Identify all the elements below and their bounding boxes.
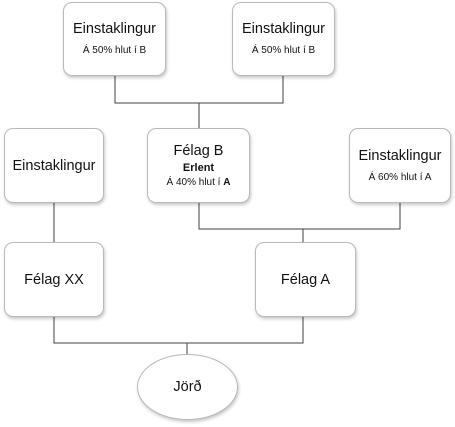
- node-tag-foreign: Erlent: [182, 161, 215, 174]
- connector-b-to-a: [198, 203, 401, 230]
- node-individual-top-left: Einstaklingur Á 50% hlut í B: [63, 2, 166, 76]
- node-title: Einstaklingur: [72, 21, 156, 37]
- node-felag-xx: Félag XX: [4, 242, 104, 317]
- note-prefix: Á 40% hlut í: [166, 176, 224, 188]
- note-target: A: [223, 176, 231, 188]
- node-felag-a: Félag A: [255, 242, 356, 317]
- node-title: Jörð: [173, 379, 202, 395]
- node-title: Einstaklingur: [358, 147, 442, 164]
- node-felag-b: Félag B Erlent Á 40% hlut í A: [147, 128, 250, 203]
- node-title: Félag XX: [24, 271, 84, 288]
- connector-top-left-to-b: [114, 76, 284, 104]
- connector-companies-to-jord: [53, 317, 304, 344]
- node-ownership-note: Á 60% hlut í A: [368, 171, 432, 183]
- node-individual-mid-right: Einstaklingur Á 60% hlut í A: [349, 128, 451, 203]
- node-individual-mid-left: Einstaklingur: [4, 128, 104, 203]
- node-ownership-note: Á 50% hlut í B: [82, 45, 147, 56]
- node-title: Einstaklingur: [241, 21, 325, 37]
- node-title: Félag B: [173, 142, 224, 159]
- node-title: Félag A: [280, 271, 331, 288]
- node-ownership-note: Á 40% hlut í A: [167, 176, 231, 190]
- node-title: Einstaklingur: [12, 157, 96, 174]
- node-jord: Jörð: [137, 354, 238, 420]
- node-ownership-note: Á 50% hlut í B: [251, 45, 316, 56]
- node-individual-top-right: Einstaklingur Á 50% hlut í B: [232, 2, 335, 76]
